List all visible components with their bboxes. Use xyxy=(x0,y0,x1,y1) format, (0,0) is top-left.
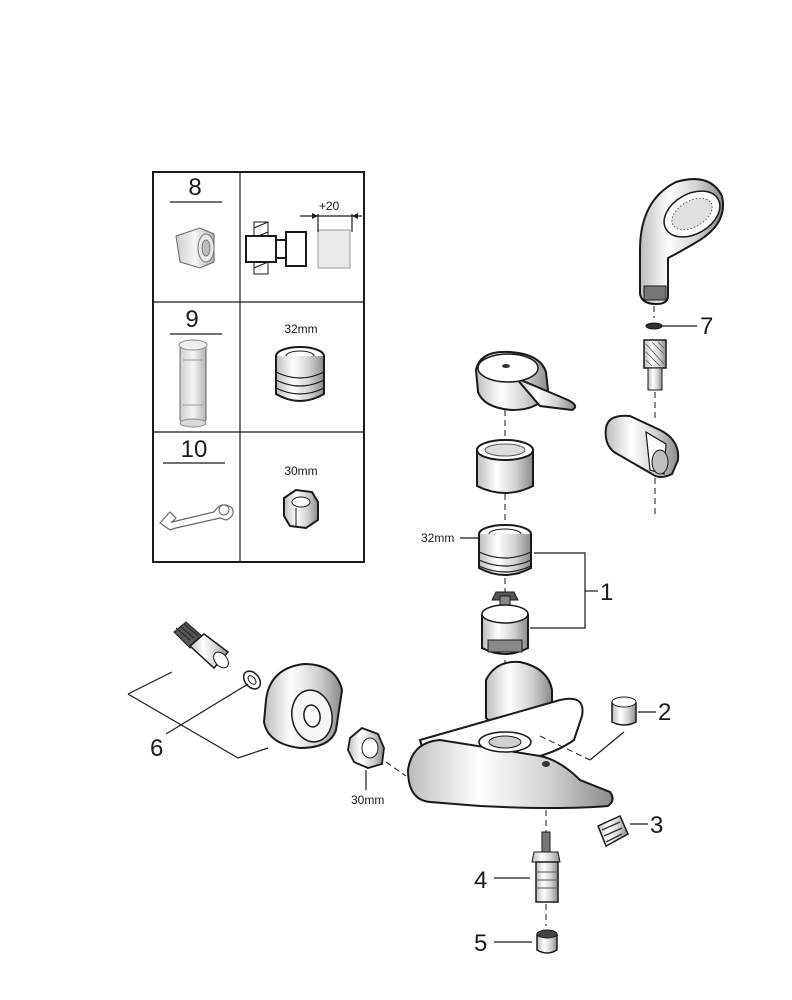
leader-line xyxy=(589,731,625,761)
cap-plug xyxy=(611,696,637,726)
cartridge-nut xyxy=(478,524,532,576)
callout-6: 6 xyxy=(150,735,163,762)
callout-6-bracket xyxy=(127,671,269,759)
callout-1-bracket xyxy=(530,552,586,629)
table-row-number: 9 xyxy=(185,306,198,333)
cartridge-nut-32mm-icon xyxy=(275,346,325,402)
table-row-number: 8 xyxy=(188,174,201,201)
nut-size-label: 30mm xyxy=(284,464,317,478)
callout-4: 4 xyxy=(474,867,487,894)
hose-nut xyxy=(643,339,667,391)
dimension-label: +20 xyxy=(319,199,340,213)
extension-install-icon xyxy=(245,213,362,275)
cartridge-nut-size-label: 32mm xyxy=(421,531,454,545)
shower-holder-bracket xyxy=(604,414,680,478)
wrench-icon xyxy=(159,504,234,531)
extension-sleeve-icon xyxy=(178,339,208,428)
lever-handle xyxy=(474,350,577,412)
s-union-connector xyxy=(173,621,230,670)
cover-sleeve xyxy=(476,439,534,494)
table-row-number: 10 xyxy=(181,436,208,463)
hex-nut-30mm-icon xyxy=(283,488,319,530)
callout-1: 1 xyxy=(600,579,613,606)
assembly-axis-line xyxy=(385,761,407,777)
diverter-spindle xyxy=(531,831,561,903)
cartridge xyxy=(481,591,529,655)
wall-nut-size-label: 30mm xyxy=(351,793,384,807)
diverter-button xyxy=(536,929,558,954)
callout-5: 5 xyxy=(474,930,487,957)
nut-size-label: 32mm xyxy=(284,322,317,336)
hose-washer xyxy=(645,322,663,330)
callout-3: 3 xyxy=(650,812,663,839)
accessory-table: 8 +20 9 32mm xyxy=(152,171,365,563)
hand-shower xyxy=(639,178,724,306)
callout-7: 7 xyxy=(700,313,713,340)
extension-piece-icon xyxy=(175,227,215,269)
hex-nut xyxy=(347,726,385,769)
wall-escutcheon xyxy=(262,662,344,750)
aerator xyxy=(597,815,629,848)
callout-2: 2 xyxy=(658,699,671,726)
leader-line xyxy=(165,683,249,735)
seal-washer-hole xyxy=(247,675,257,685)
mixer-body xyxy=(406,660,614,809)
